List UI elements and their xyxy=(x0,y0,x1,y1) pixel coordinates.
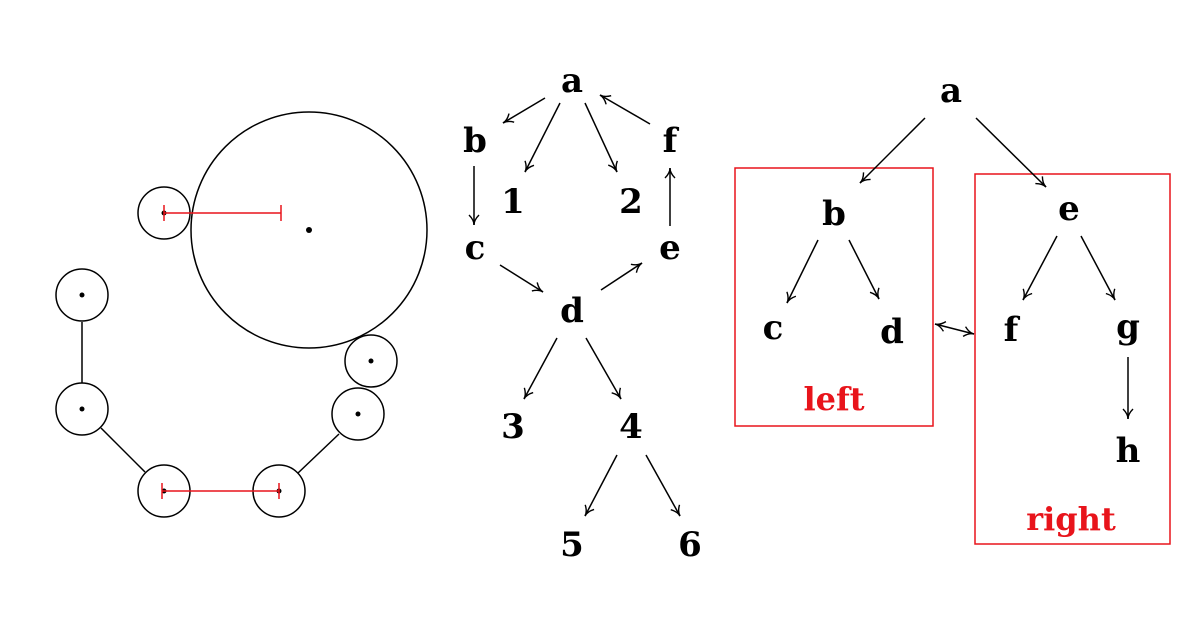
edge-b-c xyxy=(786,239,819,304)
edge-e-g xyxy=(1080,235,1116,301)
left-group-box xyxy=(734,167,934,427)
edge-e-f xyxy=(1022,235,1058,301)
node-label: 3 xyxy=(501,407,525,447)
edge-a-1 xyxy=(524,102,561,173)
chain-circle-2-dot xyxy=(79,406,85,412)
chain-circle-5 xyxy=(331,387,385,441)
edge-a-2 xyxy=(584,102,618,173)
edge-4-6 xyxy=(645,454,681,517)
right-tree: a b c d e f g h left right xyxy=(734,71,1171,545)
node-label: 6 xyxy=(678,525,702,565)
link-d-f xyxy=(934,321,975,337)
left-box-label: left xyxy=(803,380,864,418)
node-label: h xyxy=(1116,431,1141,471)
node-label: g xyxy=(1116,307,1140,347)
chain-link-3 xyxy=(297,433,340,474)
chain-circle-1 xyxy=(55,268,109,322)
edge-a-e xyxy=(975,117,1047,188)
chain-circle-6 xyxy=(344,334,398,388)
chain-circle-6-dot xyxy=(368,358,374,364)
chain-link-2 xyxy=(100,427,146,473)
large-circle-center-dot xyxy=(306,227,312,233)
edge-f-a xyxy=(599,94,651,125)
chain-circle-1-dot xyxy=(79,292,85,298)
node-label: f xyxy=(663,121,680,161)
node-label: 5 xyxy=(560,525,584,565)
edge-d-e xyxy=(600,262,643,291)
chain-circle-2 xyxy=(55,382,109,436)
node-label: f xyxy=(1004,310,1021,350)
edge-a-b xyxy=(859,117,926,184)
middle-graph: a b 1 2 f c e d 3 4 5 6 xyxy=(463,61,702,565)
edge-d-3 xyxy=(523,337,558,400)
edge-4-5 xyxy=(584,454,618,517)
edge-c-d xyxy=(499,264,544,293)
node-label: b xyxy=(822,194,846,234)
node-label: e xyxy=(659,228,681,268)
node-label: b xyxy=(463,121,487,161)
radius-measure-top xyxy=(163,205,282,221)
node-label: 1 xyxy=(501,182,525,222)
right-group-box xyxy=(974,173,1171,545)
node-label: d xyxy=(560,291,584,331)
node-label: a xyxy=(940,71,962,111)
node-label: 4 xyxy=(619,407,643,447)
node-label: c xyxy=(763,308,784,348)
edge-b-d xyxy=(848,239,880,300)
node-label: c xyxy=(465,228,486,268)
circles-figure xyxy=(55,111,428,518)
node-label: e xyxy=(1058,189,1080,229)
node-label: 2 xyxy=(619,182,643,222)
chain-circle-5-dot xyxy=(355,411,361,417)
node-label: a xyxy=(561,61,583,101)
distance-measure-bottom xyxy=(161,483,280,499)
node-label: d xyxy=(880,312,904,352)
right-box-label: right xyxy=(1026,500,1116,538)
edge-d-4 xyxy=(585,337,622,400)
large-circle xyxy=(190,111,428,349)
edge-a-b xyxy=(502,97,546,124)
